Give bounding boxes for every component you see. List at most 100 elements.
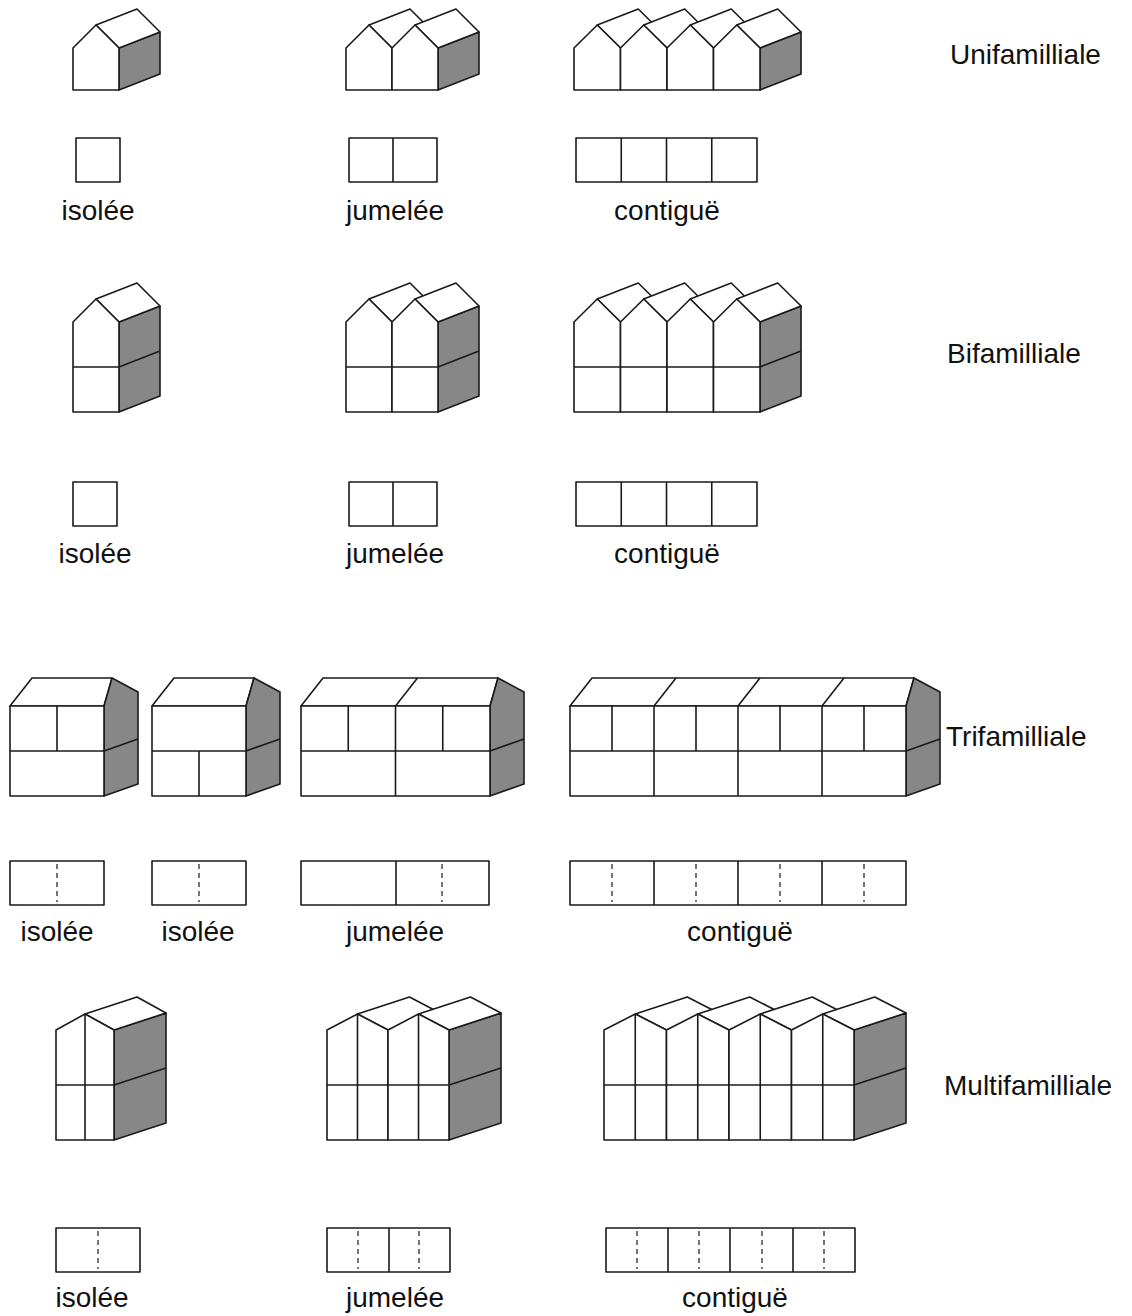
wall-line (695, 706, 697, 751)
wall-line (737, 706, 739, 796)
party-wall (697, 1014, 699, 1140)
party-wall (357, 1014, 359, 1140)
wall-line (388, 1228, 390, 1272)
wall-line (711, 482, 713, 526)
unit-division (761, 1231, 762, 1269)
floor-plan (349, 138, 437, 182)
wall-line (114, 1068, 166, 1085)
wall-line (490, 739, 524, 751)
side-wall (854, 1013, 906, 1140)
floor-plan (73, 482, 117, 526)
triplex-row (152, 678, 280, 796)
plan-outline (76, 138, 120, 182)
house-front (621, 299, 668, 412)
unit-division (863, 864, 864, 902)
unit-division (695, 864, 696, 902)
gable-house-row (574, 283, 801, 412)
floor-line (667, 366, 714, 368)
house-front (729, 1014, 792, 1140)
plan-outline (10, 861, 104, 905)
floor-plan (152, 861, 246, 905)
floor-line (574, 366, 621, 368)
floor-plan (10, 861, 104, 905)
plan-outline (327, 1228, 450, 1272)
floor-plan (301, 861, 489, 905)
wall-line (729, 1228, 731, 1272)
plan-outline (349, 482, 437, 526)
arrangement-label: contiguë (687, 917, 793, 948)
roof-line (654, 678, 676, 706)
side-wall (490, 678, 524, 796)
house-front (574, 25, 621, 90)
arrangement-label: jumelée (346, 917, 444, 948)
side-wall (246, 678, 280, 796)
wall-line (449, 1068, 501, 1085)
plan-outline (301, 861, 489, 905)
housing-type-label: Bifamilliale (947, 339, 1081, 370)
gable-house-row (346, 9, 479, 90)
house-front (570, 706, 906, 796)
house-front (667, 1014, 730, 1140)
arrangement-label: contiguë (682, 1283, 788, 1314)
wall-line (779, 706, 781, 751)
arrangement-label: jumelée (346, 539, 444, 570)
wall-line (246, 739, 280, 751)
wall-line (821, 861, 823, 905)
unit-division (611, 864, 612, 902)
house-front (73, 299, 119, 412)
house-front (388, 1014, 449, 1140)
wall-line (666, 138, 668, 182)
unit-division (823, 1231, 824, 1269)
triplex-row (301, 678, 524, 796)
wall-line (442, 706, 444, 751)
arrangement-label: contiguë (614, 539, 720, 570)
arrangement-label: jumelée (346, 1283, 444, 1314)
party-wall (822, 1014, 824, 1140)
side-wall (104, 678, 138, 796)
roof-line (822, 678, 844, 706)
gable-house-row (327, 997, 501, 1140)
plan-outline (576, 482, 757, 526)
wall-line (104, 739, 138, 751)
party-wall (634, 1014, 636, 1140)
housing-type-label: Trifamilliale (946, 722, 1087, 753)
roof-line (396, 678, 418, 706)
wall-line (620, 138, 622, 182)
side-wall (906, 678, 940, 796)
unit-division (198, 864, 199, 902)
side-wall (114, 1013, 166, 1140)
arrangement-label: isolée (20, 917, 93, 948)
roof (301, 678, 498, 706)
arrangement-label: jumelée (346, 196, 444, 227)
floor-plan (576, 138, 757, 182)
wall-line (863, 706, 865, 751)
floor-plan (349, 482, 437, 526)
floor-line (714, 366, 761, 368)
wall-line (611, 706, 613, 751)
unit-division (357, 1231, 358, 1269)
side-wall (438, 306, 479, 412)
wall-line (395, 706, 397, 796)
housing-type-label: Multifamilliale (944, 1071, 1112, 1102)
house-front (327, 1014, 388, 1140)
house-front (152, 706, 246, 796)
house-front (301, 706, 490, 796)
house-front (667, 299, 714, 412)
wall-line (906, 739, 940, 751)
wall-line (198, 751, 200, 796)
side-wall (119, 306, 160, 412)
house-front (56, 1014, 114, 1140)
plan-outline (570, 861, 906, 905)
unit-division (441, 864, 442, 902)
floor-plan (327, 1228, 450, 1272)
house-front (714, 25, 761, 90)
wall-line (666, 482, 668, 526)
house-front (346, 299, 392, 412)
wall-line (119, 351, 160, 367)
wall-line (653, 706, 655, 796)
house-front (392, 299, 438, 412)
gable-house-row (346, 283, 479, 412)
roof (152, 678, 254, 706)
